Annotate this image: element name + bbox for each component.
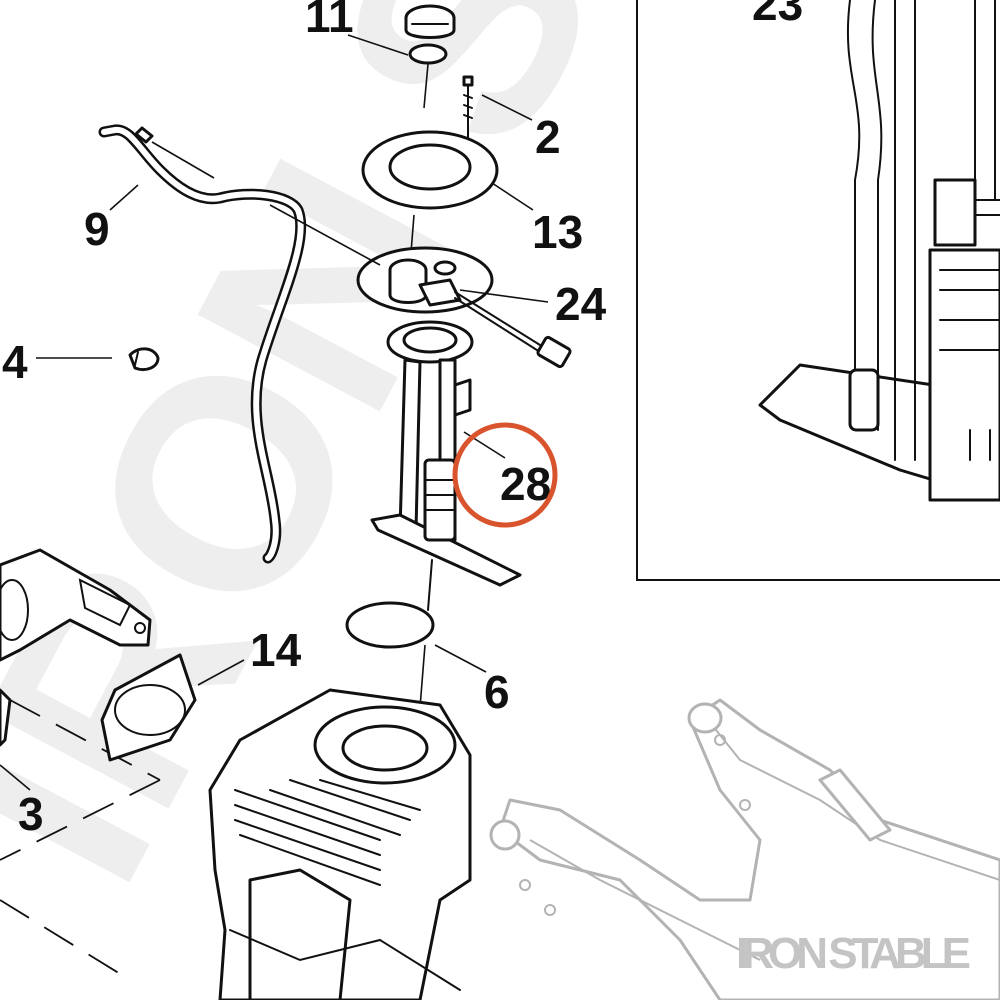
- detail-inset: [636, 0, 1000, 581]
- brand-logo-text: IRON STABLE: [736, 929, 970, 978]
- callout-4: 4: [2, 336, 28, 388]
- callout-14: 14: [250, 624, 302, 676]
- fuel-tank: [208, 688, 472, 1000]
- callout-6: 6: [484, 666, 510, 718]
- part-28-pump-module: [370, 320, 522, 611]
- callout-labels: 11 2 13 9 24 4 28 14 6 3 23: [2, 0, 803, 840]
- ghost-frame: [489, 698, 1000, 1000]
- callout-24: 24: [555, 278, 607, 330]
- callout-11: 11: [305, 0, 354, 42]
- part-3-bracket: [0, 548, 152, 747]
- callout-23: 23: [752, 0, 803, 30]
- callout-2: 2: [535, 111, 561, 163]
- part-24-pump-flange: [356, 246, 572, 369]
- part-4-clip: [128, 347, 160, 372]
- part-14-gasket: [100, 653, 197, 762]
- leader-lines: [0, 34, 549, 791]
- callout-13: 13: [532, 206, 583, 258]
- part-11-fuel-cap: [404, 4, 456, 109]
- callout-28: 28: [500, 458, 551, 510]
- highlight-circle: [452, 422, 558, 528]
- callout-9: 9: [84, 203, 110, 255]
- callout-3: 3: [18, 788, 44, 840]
- dashed-guides: [0, 699, 161, 981]
